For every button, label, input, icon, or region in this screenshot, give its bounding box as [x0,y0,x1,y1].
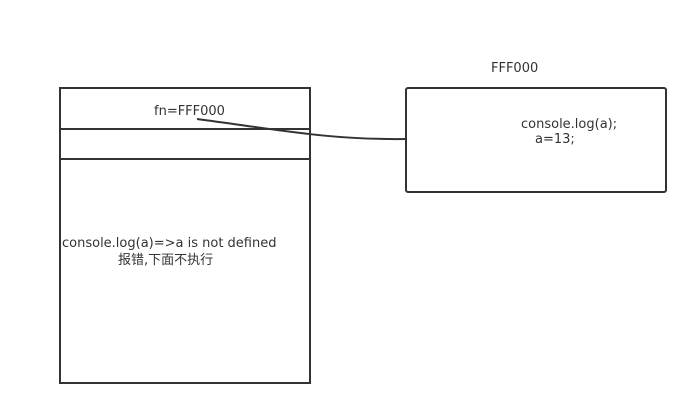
fn-reference-label: fn=FFF000 [154,104,225,119]
heap-code-line1: console.log(a); [521,117,618,132]
stack-scope-box [59,87,311,384]
error-message-line1: console.log(a)=>a is not defined [62,236,277,251]
heap-address-label: FFF000 [491,61,539,76]
stack-divider-lower [61,158,309,160]
stack-divider-upper [61,128,309,130]
heap-code-line2: a=13; [535,132,575,147]
error-message-line2: 报错,下面不执行 [118,253,214,268]
